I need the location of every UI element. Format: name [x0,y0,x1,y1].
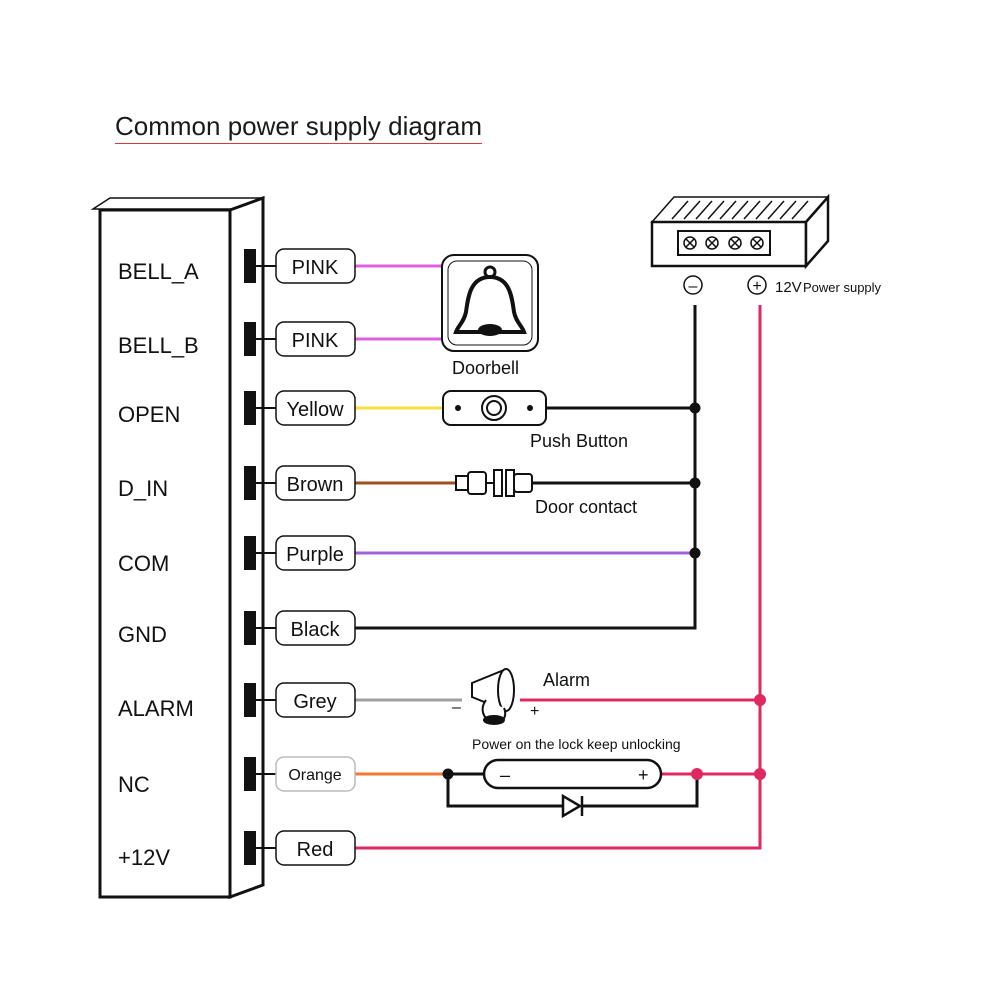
terminal-label-com: COM [118,551,169,576]
electric-lock [482,758,663,790]
psu-plus-label: + [752,278,761,295]
pin-bell-a [244,249,256,283]
terminal-label-plus-12v: +12V [118,845,170,870]
door-contact-label: Door contact [535,497,637,517]
pin-open [244,391,256,425]
wire-tag-bell-a [275,248,356,284]
psu-negative-marker: – [683,275,703,295]
lock-plus-label: + [638,765,649,785]
pin-d-in [244,466,256,500]
junction-dots [442,402,766,780]
lock-minus-label: – [500,765,510,785]
diagram-title: Common power supply diagram [115,109,483,144]
pin-nc [244,757,256,791]
diode-symbol [561,793,584,819]
doorbell-label: Doorbell [452,358,519,378]
wire-diode-return [583,774,699,808]
pin-bell-b [244,322,256,356]
doorbell [441,254,539,352]
wire-label-gnd: Black [291,619,341,641]
psu-terminal-screws [683,236,764,250]
terminal-label-d-in: D_IN [118,476,168,501]
wire-label-plus-12v: Red [297,839,334,861]
wire-gnd [355,305,697,630]
wire-tag-open [275,390,356,426]
terminal-label-bell-a: BELL_A [118,259,199,284]
psu-vents [671,200,809,220]
terminal-labels: BELL_A BELL_B OPEN D_IN COM GND ALARM NC… [118,259,199,870]
pin-alarm [244,683,256,717]
psu-type-label: Power supply [803,280,882,295]
terminal-label-open: OPEN [118,402,180,427]
wire-tag-d-in [275,465,356,501]
psu-positive-marker: + [747,275,767,295]
alarm-siren [471,668,515,725]
psu-voltage-label: 12V [775,279,802,296]
pin-gnd [244,611,256,645]
junction-lock-supply [754,768,766,780]
wire-label-alarm: Grey [293,691,336,713]
wire-tag-com [275,535,356,571]
pin-plus-12v [244,831,256,865]
alarm-label: Alarm [543,670,590,690]
junction-lock-negative [442,768,454,780]
lock-note-label: Power on the lock keep unlocking [472,736,681,752]
junction-push-button [689,402,701,414]
junction-door-contact [689,477,701,489]
pin-leads [256,265,276,849]
wire-label-open: Yellow [286,399,344,421]
alarm-minus-label: – [452,699,461,716]
connector-pins [244,249,256,865]
wire-tag-plus-12v [275,830,356,866]
wire-tag-alarm [275,682,356,718]
junction-lock-positive [691,768,703,780]
push-button [442,390,547,426]
terminal-label-bell-b: BELL_B [118,333,199,358]
wire-plus-12v [355,305,762,850]
wire-label-com: Purple [286,544,344,566]
terminal-label-gnd: GND [118,622,167,647]
wire-label-d-in: Brown [287,474,344,496]
wire-tag-bell-b [275,321,356,357]
power-supply [650,193,830,270]
psu-minus-label: – [689,278,698,295]
wire-label-bell-a: PINK [292,257,339,279]
wire-tag-nc [275,756,356,792]
bell-icon [453,265,527,336]
wire-label-bell-b: PINK [292,330,339,352]
junction-com [689,547,701,559]
door-contact [455,469,533,497]
junction-alarm-positive [754,694,766,706]
wire-tag-labels: PINK PINK Yellow Brown Purple Black Grey… [286,257,344,861]
terminal-label-nc: NC [118,772,150,797]
push-button-label: Push Button [530,431,628,451]
alarm-plus-label: + [530,703,539,720]
wire-tags [275,248,356,866]
wire-tag-gnd [275,610,356,646]
wire-label-nc: Orange [288,767,341,784]
wire-diode-loop [446,774,563,808]
terminal-label-alarm: ALARM [118,696,194,721]
pin-com [244,536,256,570]
